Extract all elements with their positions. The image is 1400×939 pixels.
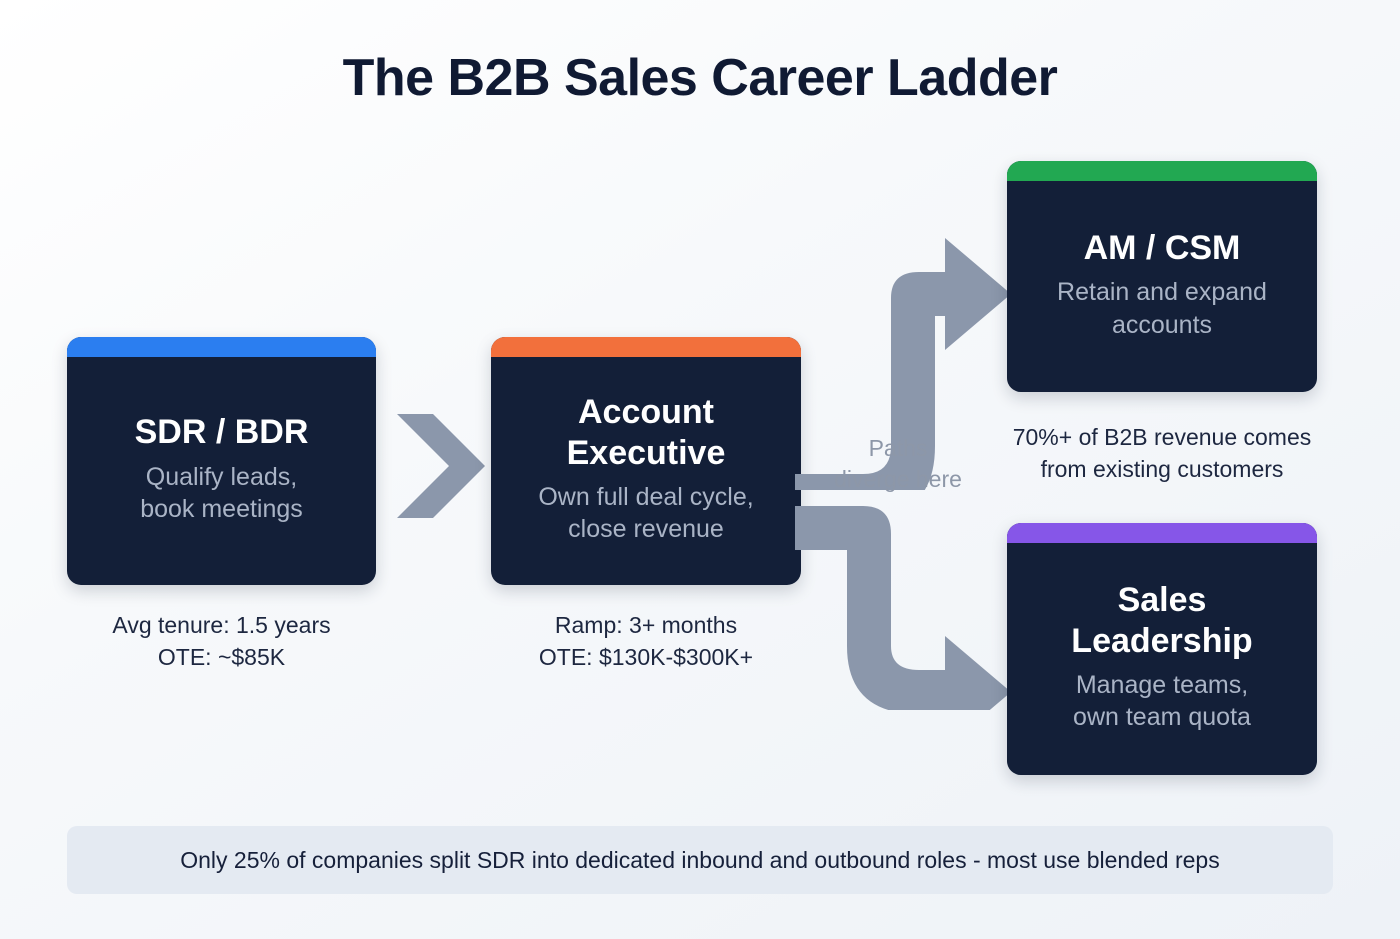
card-account-executive: Account Executive Own full deal cycle, c… — [491, 337, 801, 585]
card-desc-leadership: Manage teams, own team quota — [1073, 669, 1251, 734]
arrow-branch-down-icon — [795, 506, 1011, 710]
chevron-right-icon — [397, 414, 485, 518]
card-body-am: AM / CSM Retain and expand accounts — [1007, 181, 1317, 392]
diverge-label-line2: diverge here — [834, 466, 962, 493]
card-desc-ae-line2: close revenue — [568, 515, 724, 544]
caption-sdr: Avg tenure: 1.5 years OTE: ~$85K — [67, 610, 376, 673]
caption-sdr-line1: Avg tenure: 1.5 years — [112, 612, 331, 638]
card-desc-leadership-line2: own team quota — [1073, 703, 1251, 732]
caption-ae-line2: OTE: $130K-$300K+ — [538, 643, 754, 670]
card-desc-am-line1: Retain and expand — [1057, 278, 1267, 307]
card-body-ae: Account Executive Own full deal cycle, c… — [491, 357, 801, 585]
caption-am-csm: 70%+ of B2B revenue comes from existing … — [977, 422, 1347, 485]
card-desc-ae: Own full deal cycle, close revenue — [538, 481, 753, 546]
footer-text: Only 25% of companies split SDR into ded… — [180, 846, 1220, 873]
card-title-sdr: SDR / BDR — [134, 413, 309, 452]
card-accent-bar-ae — [491, 337, 801, 357]
card-desc-sdr-line2: book meetings — [140, 495, 303, 524]
card-accent-bar-leadership — [1007, 523, 1317, 543]
card-desc-sdr: Qualify leads, book meetings — [140, 461, 303, 526]
caption-ae: Ramp: 3+ months OTE: $130K-$300K+ — [491, 610, 801, 673]
card-title-am: AM / CSM — [1083, 228, 1241, 267]
caption-ae-line1: Ramp: 3+ months — [554, 612, 738, 638]
card-title-leadership-line2: Leadership — [1071, 621, 1253, 660]
diverge-label: Paths diverge here — [812, 433, 984, 495]
card-desc-am: Retain and expand accounts — [1057, 276, 1267, 341]
card-accent-bar-sdr — [67, 337, 376, 357]
card-title-ae-line1: Account — [577, 393, 714, 432]
card-body-leadership: Sales Leadership Manage teams, own team … — [1007, 543, 1317, 775]
card-desc-leadership-line1: Manage teams, — [1075, 670, 1249, 699]
diverge-label-line1: Paths — [868, 435, 928, 461]
card-desc-sdr-line1: Qualify leads, — [145, 462, 298, 491]
card-am-csm: AM / CSM Retain and expand accounts — [1007, 161, 1317, 392]
card-title-ae: Account Executive — [567, 392, 726, 472]
card-body-sdr: SDR / BDR Qualify leads, book meetings — [67, 357, 376, 585]
caption-am-line1: 70%+ of B2B revenue comes — [1012, 424, 1312, 450]
card-sales-leadership: Sales Leadership Manage teams, own team … — [1007, 523, 1317, 775]
card-title-leadership-line1: Sales — [1117, 581, 1207, 620]
caption-sdr-line2: OTE: ~$85K — [157, 643, 286, 670]
card-desc-ae-line1: Own full deal cycle, — [538, 482, 754, 511]
caption-am-line2: from existing customers — [1040, 455, 1284, 482]
card-accent-bar-am — [1007, 161, 1317, 181]
page-title: The B2B Sales Career Ladder — [342, 49, 1058, 107]
card-desc-am-line2: accounts — [1111, 310, 1213, 339]
card-sdr-bdr: SDR / BDR Qualify leads, book meetings — [67, 337, 376, 585]
footer-banner: Only 25% of companies split SDR into ded… — [67, 826, 1333, 894]
card-title-leadership: Sales Leadership — [1071, 580, 1252, 660]
card-title-ae-line2: Executive — [566, 433, 726, 472]
